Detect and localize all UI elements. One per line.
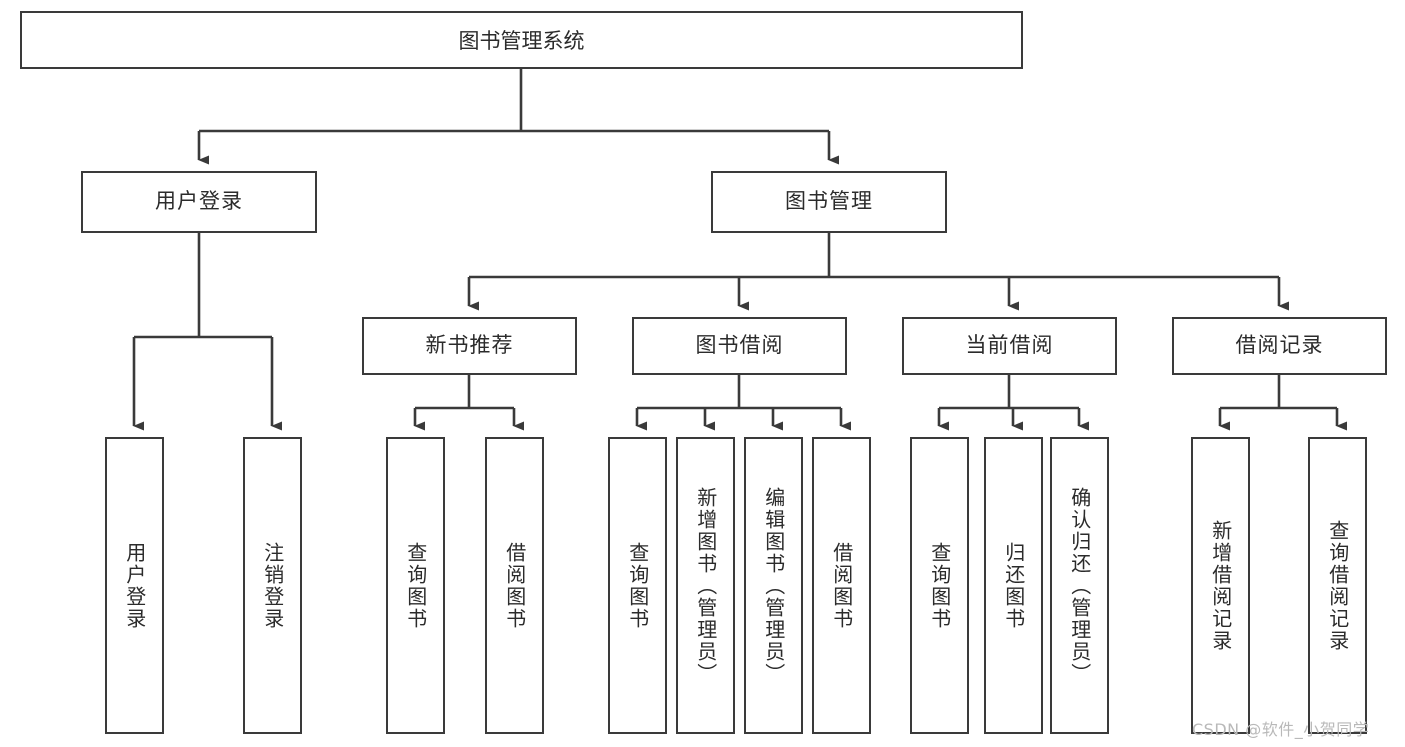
leaf-label: 归还图书 xyxy=(1001,541,1026,630)
node-book-borrow[interactable]: 图书借阅 xyxy=(632,317,847,375)
leaf-node[interactable]: 编辑图书（管理员） xyxy=(744,437,803,734)
node-new-book-recommend[interactable]: 新书推荐 xyxy=(362,317,577,375)
leaf-label: 查询图书 xyxy=(927,541,952,630)
leaf-label: 借阅图书 xyxy=(829,541,854,630)
node-borrow-record[interactable]: 借阅记录 xyxy=(1172,317,1387,375)
leaf-node[interactable]: 查询图书 xyxy=(910,437,969,734)
leaf-label: 查询借阅记录 xyxy=(1325,519,1350,652)
leaf-node[interactable]: 归还图书 xyxy=(984,437,1043,734)
leaf-node[interactable]: 新增借阅记录 xyxy=(1191,437,1250,734)
leaf-node[interactable]: 用户登录 xyxy=(105,437,164,734)
leaf-node[interactable]: 借阅图书 xyxy=(812,437,871,734)
leaf-node[interactable]: 借阅图书 xyxy=(485,437,544,734)
leaf-node[interactable]: 注销登录 xyxy=(243,437,302,734)
leaf-node[interactable]: 确认归还（管理员） xyxy=(1050,437,1109,734)
leaf-node[interactable]: 查询图书 xyxy=(386,437,445,734)
node-book-management[interactable]: 图书管理 xyxy=(711,171,947,233)
leaf-label: 确认归还（管理员） xyxy=(1067,486,1092,685)
node-current-borrow[interactable]: 当前借阅 xyxy=(902,317,1117,375)
leaf-label: 编辑图书（管理员） xyxy=(761,486,786,685)
leaf-node[interactable]: 查询借阅记录 xyxy=(1308,437,1367,734)
leaf-label: 注销登录 xyxy=(260,541,285,630)
leaf-node[interactable]: 新增图书（管理员） xyxy=(676,437,735,734)
leaf-label: 新增借阅记录 xyxy=(1208,519,1233,652)
leaf-label: 用户登录 xyxy=(122,541,147,630)
leaf-label: 查询图书 xyxy=(403,541,428,630)
node-root-system[interactable]: 图书管理系统 xyxy=(20,11,1023,69)
csdn-watermark: CSDN @软件_小贺同学 xyxy=(1192,720,1370,739)
leaf-label: 借阅图书 xyxy=(502,541,527,630)
leaf-label: 查询图书 xyxy=(625,541,650,630)
node-user-login[interactable]: 用户登录 xyxy=(81,171,317,233)
leaf-label: 新增图书（管理员） xyxy=(693,486,718,685)
leaf-node[interactable]: 查询图书 xyxy=(608,437,667,734)
